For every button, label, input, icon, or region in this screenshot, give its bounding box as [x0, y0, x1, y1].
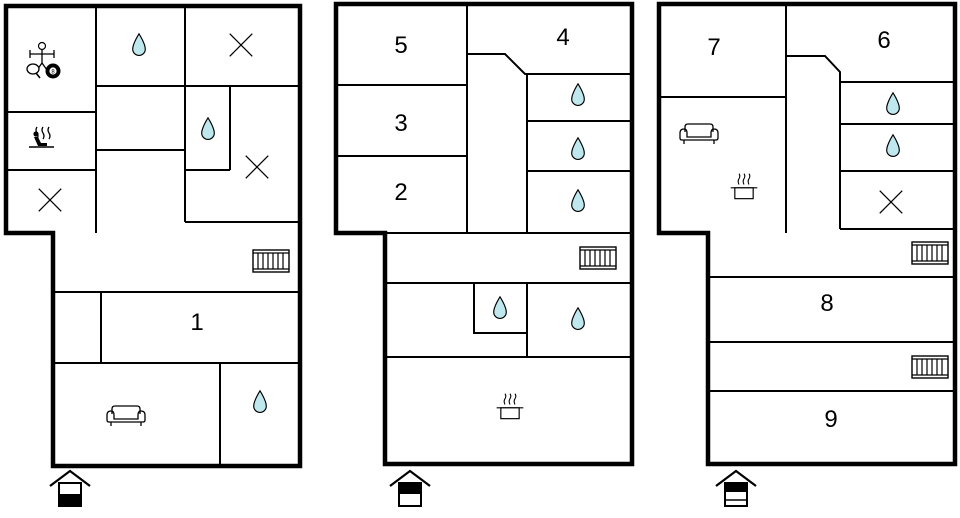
- room-label: 4: [556, 24, 569, 51]
- room-label: 1: [190, 309, 203, 336]
- radiator-icon: [911, 241, 949, 265]
- room-label: 7: [707, 34, 720, 61]
- house-entrance-top-icon: [714, 469, 758, 508]
- water-drop-icon: [571, 307, 585, 330]
- floor-1-walls: [6, 6, 300, 466]
- sofa-icon: [106, 405, 146, 427]
- sofa-icon: [679, 123, 719, 145]
- floor-3-walls: [659, 4, 955, 392]
- cross-icon: [879, 190, 903, 214]
- room-label: 6: [877, 27, 890, 54]
- water-drop-icon: [493, 296, 507, 319]
- house-entrance-middle-icon: [388, 469, 432, 508]
- room-label: 9: [824, 406, 837, 433]
- cooking-pot-icon: [730, 173, 758, 200]
- water-drop-icon: [201, 117, 215, 140]
- cross-icon: [245, 155, 269, 179]
- room-label: 2: [394, 179, 407, 206]
- water-drop-icon: [132, 33, 146, 56]
- room-label: 8: [820, 290, 833, 317]
- room-label: 3: [394, 110, 407, 137]
- floor-1: 1 8: [3, 3, 303, 508]
- cooking-pot-icon: [496, 393, 524, 420]
- radiator-icon: [252, 249, 290, 273]
- water-drop-icon: [886, 92, 900, 115]
- floor-1-outline: [3, 3, 303, 469]
- water-drop-icon: [571, 189, 585, 212]
- floor-2-walls: [336, 4, 632, 358]
- svg-text:8: 8: [51, 70, 55, 76]
- floor-3: 7 6 8 9: [656, 1, 958, 508]
- water-drop-icon: [253, 390, 267, 413]
- floor-3-outline: [656, 1, 958, 467]
- sauna-icon: [29, 126, 54, 148]
- radiator-icon: [579, 246, 617, 270]
- water-drop-icon: [571, 83, 585, 106]
- floor-2: 5 4 3 2: [333, 1, 635, 508]
- room-label: 5: [394, 32, 407, 59]
- floor-2-outline: [333, 1, 635, 467]
- cross-icon: [229, 33, 253, 57]
- games-room-icon: 8: [26, 41, 61, 79]
- cross-icon: [38, 188, 62, 212]
- radiator-icon: [911, 355, 949, 379]
- water-drop-icon: [571, 137, 585, 160]
- water-drop-icon: [886, 134, 900, 157]
- house-entrance-ground-icon: [48, 469, 92, 508]
